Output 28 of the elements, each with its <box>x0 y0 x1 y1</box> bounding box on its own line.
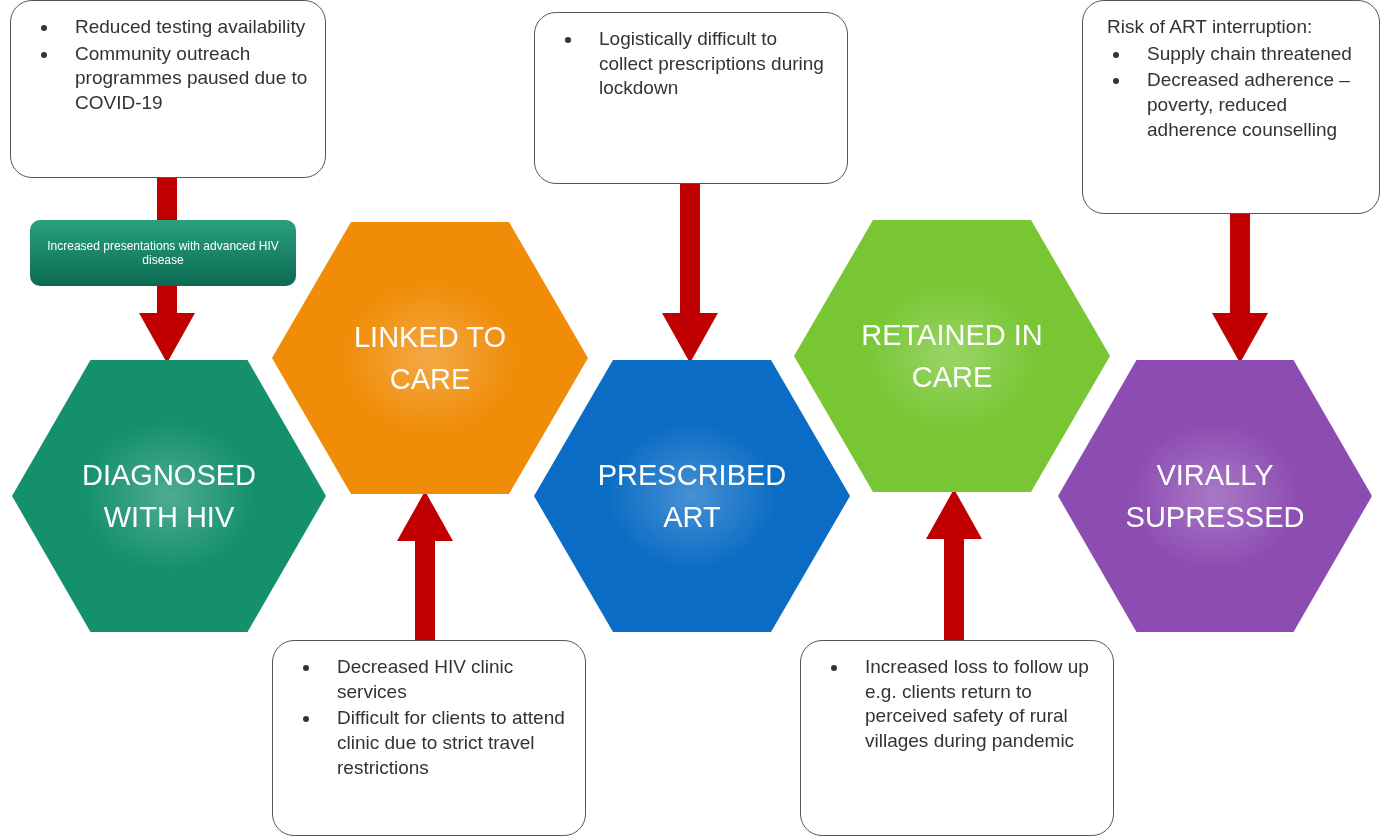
hexagon-stage <box>1058 360 1372 632</box>
bullet-item: Logistically difficult to collect prescriptions during lockdown <box>559 27 835 102</box>
bullet-item: Community outreach programmes paused due to COVID-19 <box>35 41 313 116</box>
stage-label: LINKED TO CARE <box>352 319 507 397</box>
stage-label: PRESCRIBED ART <box>596 457 788 535</box>
bullet-item: Supply chain threatened <box>1107 41 1367 67</box>
arrow <box>662 184 718 363</box>
stage-label: RETAINED IN CARE <box>860 317 1044 395</box>
bullet-item: Increased loss to follow up e.g. clients return to perceived safety of rural villages during pandemic <box>825 655 1101 754</box>
stage-label: VIRALLY SUPRESSED <box>1124 457 1306 535</box>
hexagon-stage <box>794 220 1110 492</box>
callout-box <box>10 0 326 178</box>
connector-bar <box>157 178 177 220</box>
bullet-item: Difficult for clients to attend clinic due to strict travel restrictions <box>297 706 573 781</box>
arrow <box>139 286 195 363</box>
callout-heading: Risk of ART interruption: <box>1107 15 1314 39</box>
callout-box <box>800 640 1114 836</box>
bullet-item: Decreased HIV clinic services <box>297 655 573 705</box>
bullet-item: Reduced testing availability <box>35 15 313 40</box>
callout-box <box>272 640 586 836</box>
stage-label: DIAGNOSED WITH HIV <box>81 457 257 535</box>
bullet-item: Decreased adherence – poverty, reduced adherence counselling <box>1107 68 1367 143</box>
hexagon-stage <box>534 360 850 632</box>
callout-box <box>534 12 848 184</box>
callout-box <box>1082 0 1380 214</box>
note-banner: Increased presentations with advanced HIV disease <box>30 220 296 286</box>
hexagon-stage <box>12 360 326 632</box>
arrow <box>1212 214 1268 363</box>
